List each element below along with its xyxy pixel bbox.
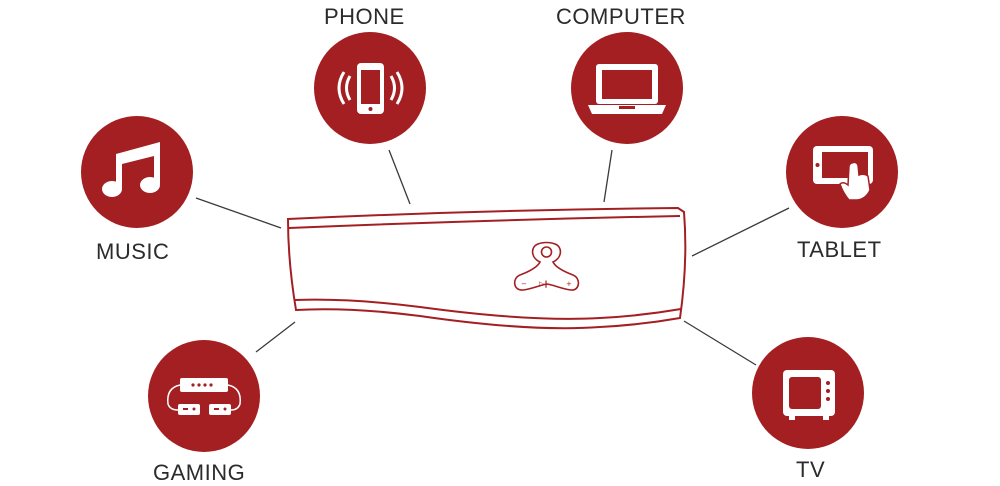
tv-node xyxy=(752,337,864,449)
game-console-icon xyxy=(167,378,241,415)
connector-gaming xyxy=(255,321,296,353)
label-phone: PHONE xyxy=(324,4,405,29)
gaming-node xyxy=(148,340,260,452)
connector-music xyxy=(195,197,282,229)
phone-node xyxy=(314,32,426,144)
svg-text:−: − xyxy=(521,280,527,288)
svg-text:+: + xyxy=(566,280,572,288)
music-note-icon xyxy=(102,142,160,197)
label-tv: TV xyxy=(796,457,826,482)
label-tablet: TABLET xyxy=(797,237,882,262)
label-computer: COMPUTER xyxy=(556,4,686,29)
label-music: MUSIC xyxy=(96,239,170,264)
connector-phone xyxy=(388,149,411,205)
laptop-icon xyxy=(588,64,666,114)
control-module-icon: − ▷‖ + xyxy=(513,241,580,291)
svg-text:▷‖: ▷‖ xyxy=(539,280,548,288)
music-node xyxy=(81,116,193,228)
tablet-touch-icon xyxy=(813,146,873,201)
connector-tablet xyxy=(691,207,790,257)
computer-node xyxy=(571,32,683,144)
label-gaming: GAMING xyxy=(153,460,246,485)
headband-speaker-icon xyxy=(286,206,687,330)
connector-tv xyxy=(683,320,757,366)
tablet-node xyxy=(786,116,898,228)
smartphone-vibrate-icon xyxy=(337,63,404,114)
connector-computer xyxy=(603,149,613,203)
connector-lines xyxy=(195,149,790,366)
tv-icon xyxy=(783,370,835,420)
